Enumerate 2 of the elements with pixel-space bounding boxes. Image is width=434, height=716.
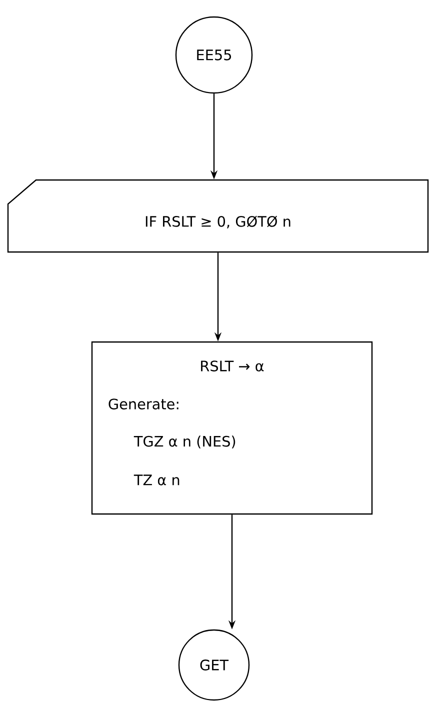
process-box: RSLT → α Generate: TGZ α n (NES) TZ α n xyxy=(91,341,373,515)
card-box: IF RSLT ≥ 0, GØTØ n xyxy=(7,179,429,253)
